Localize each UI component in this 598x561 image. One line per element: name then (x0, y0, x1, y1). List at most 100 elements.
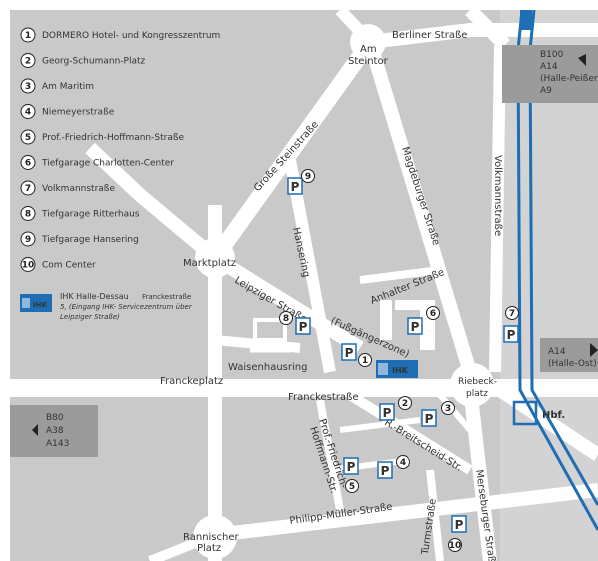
parking-symbol: P (291, 180, 300, 194)
parking-number-badge (358, 353, 372, 367)
legend-number: 1 (25, 31, 31, 41)
legend-label: Volkmannstraße (42, 184, 115, 194)
parking-icon (451, 515, 467, 533)
parking-icon (503, 325, 519, 343)
street-berliner: Berliner Straße (392, 30, 467, 41)
road-grosse-stein (208, 37, 377, 263)
parking-marker[interactable]: P8 (279, 311, 311, 335)
ihk-line-3: Leipziger Straße) (60, 313, 120, 321)
place-rannischer-1: Rannischer (183, 532, 240, 543)
parking-marker[interactable]: P7 (503, 306, 519, 343)
road-philipp (214, 483, 598, 542)
legend-ihk: IHK IHK Halle-Dessau Franckestraße 5, (E… (20, 292, 193, 321)
legend-label: Com Center (42, 261, 96, 271)
parking-number: 2 (402, 399, 408, 409)
place-riebeck-2: platz (466, 389, 488, 399)
road-anhalter (359, 266, 441, 284)
road-berliner (369, 23, 598, 49)
legend-number-badge (20, 231, 36, 247)
parking-icon (421, 409, 437, 427)
road-connector-1 (339, 417, 421, 433)
ihk-line-1: IHK Halle-Dessau (60, 292, 129, 301)
ihk-marker-text: IHK (392, 366, 409, 375)
parking-icon (287, 177, 303, 195)
parking-marker[interactable]: P4 (377, 455, 410, 479)
legend-label: Prof.-Friedrich-Hoffmann-Straße (42, 133, 185, 143)
legend-label: DORMERO Hotel- und Kongresszentrum (42, 31, 220, 41)
buildings (253, 300, 435, 350)
parking-number-badge (301, 169, 315, 183)
roundabout-steintor (350, 24, 386, 60)
parking-number: 8 (283, 314, 289, 324)
parking-icon (379, 403, 395, 421)
parking-number: 3 (445, 404, 451, 414)
road-top-right (465, 5, 510, 50)
parking-number-badge (398, 396, 412, 410)
road-prof (316, 399, 344, 511)
arrow-up-right-icon (578, 54, 586, 66)
legend-number: 7 (25, 184, 31, 194)
roundabout-marktplatz (195, 238, 235, 278)
legend-number: 10 (22, 261, 35, 271)
parking-number: 1 (362, 356, 368, 366)
legend-item: 5 Prof.-Friedrich-Hoffmann-Straße (20, 129, 185, 145)
legend-label: Tiefgarage Hansering (41, 235, 139, 245)
parking-marker[interactable]: P3 (421, 401, 455, 427)
legend-number: 2 (25, 57, 31, 67)
sign-r-line-1: A14 (548, 347, 566, 357)
parking-marker[interactable]: P1 (341, 343, 372, 367)
place-waisenhausring: Waisenhausring (228, 362, 307, 373)
legend-label: Niemeyerstraße (42, 108, 115, 118)
parking-marker[interactable]: P2 (379, 396, 412, 421)
parking-marker[interactable]: P9 (287, 169, 315, 195)
ihk-line-1b: Franckestraße (142, 293, 191, 301)
place-riebeck-1: Riebeck- (458, 377, 497, 387)
road-nw-diagonal (85, 142, 220, 264)
legend-number-badge (20, 129, 36, 145)
sign-left-bg (10, 405, 98, 457)
place-franckeplatz: Franckeplatz (160, 376, 223, 387)
legend-number: 9 (25, 235, 31, 245)
parking-number: 10 (449, 541, 462, 551)
parking-symbol: P (507, 328, 516, 342)
parking-marker[interactable]: P 10 (448, 515, 467, 552)
parking-marker[interactable]: P6 (407, 306, 440, 335)
sign-tr-line-1: B100 (540, 50, 564, 60)
road-magdeburger (363, 39, 477, 375)
ihk-logo-text: IHK (33, 301, 47, 309)
parking-marker[interactable]: P5 (343, 457, 359, 493)
arrow-right-icon (590, 343, 598, 357)
parking-number-badge (279, 311, 293, 325)
hbf-label: Hbf. (542, 410, 565, 421)
road-hansering (284, 158, 336, 374)
legend-number-badge (20, 78, 36, 94)
legend-number: 4 (25, 108, 31, 118)
legend-number-badge (20, 180, 36, 196)
road-merseburger (463, 387, 497, 561)
road-volkmann (489, 44, 506, 373)
parking-number-badge (448, 538, 462, 552)
building-2 (395, 300, 435, 310)
building-3 (420, 310, 435, 350)
legend-item: 9 Tiefgarage Hansering (20, 231, 139, 247)
legend-label: Am Maritim (42, 82, 94, 92)
ihk-line-2: 5, (Eingang IHK- Servicezentrum über (60, 303, 193, 311)
sign-right-bg (540, 338, 598, 372)
sign-l-line-1: B80 (46, 413, 64, 423)
parking-icon (341, 343, 357, 361)
roundabout-rannischer (193, 515, 237, 559)
parking-number-badge (345, 479, 359, 493)
sign-top-right-bg (502, 45, 598, 103)
place-marktplatz: Marktplatz (183, 258, 236, 269)
place-am: Am (360, 44, 377, 55)
parking-number: 4 (400, 458, 406, 468)
parking-number-badge (441, 401, 455, 415)
roundabout-riebeckplatz (450, 363, 494, 407)
legend-number: 5 (25, 133, 31, 143)
ihk-map-marker[interactable]: IHK (376, 360, 418, 378)
legend-number-badge (20, 27, 36, 43)
parking-symbol: P (455, 518, 464, 532)
